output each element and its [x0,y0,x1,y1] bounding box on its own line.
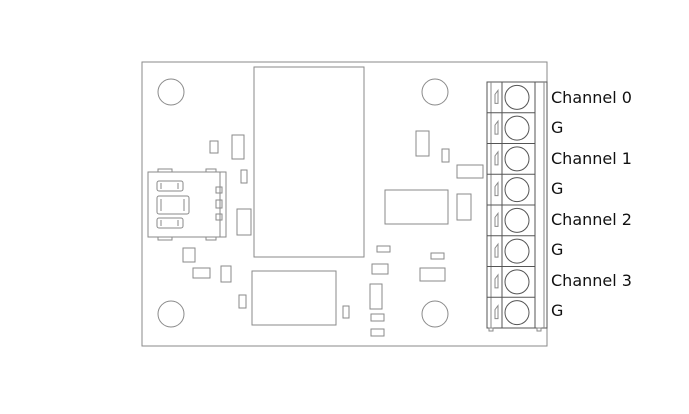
terminal-latch-icon [494,211,499,227]
right-ic [384,189,449,225]
terminal-block [486,81,548,332]
terminal-latch-icon [494,88,499,104]
terminal-label-channel-0: Channel 0 [551,88,632,107]
mounting-hole [157,78,185,106]
terminal-screw-icon [504,238,530,264]
terminal-screw-icon [504,269,530,295]
terminal-latch-icon [494,273,499,289]
bottom-ic [251,270,337,326]
terminal-screw-icon [504,177,530,203]
terminal-latch-icon [494,119,499,135]
terminal-latch-icon [494,242,499,258]
terminal-latch-icon [494,304,499,320]
terminal-label-ground: G [551,240,564,259]
terminal-latch-icon [494,181,499,197]
terminal-screw-icon [504,300,530,326]
terminal-label-ground: G [551,118,564,137]
terminal-label-ground: G [551,301,564,320]
terminal-screw-icon [504,84,530,110]
mounting-hole [421,300,449,328]
usb-connector [147,168,227,241]
terminal-latch-icon [494,150,499,166]
terminal-label-channel-2: Channel 2 [551,210,632,229]
main-ic [253,66,365,258]
terminal-label-channel-3: Channel 3 [551,271,632,290]
smd-components [182,130,484,337]
mounting-hole [157,300,185,328]
terminal-label-channel-1: Channel 1 [551,149,632,168]
terminal-screw-icon [504,207,530,233]
terminal-label-ground: G [551,179,564,198]
mounting-holes [157,78,449,328]
pcb-board-outline [141,61,548,347]
mounting-hole [421,78,449,106]
terminal-screw-icon [504,146,530,172]
terminal-screw-icon [504,115,530,141]
